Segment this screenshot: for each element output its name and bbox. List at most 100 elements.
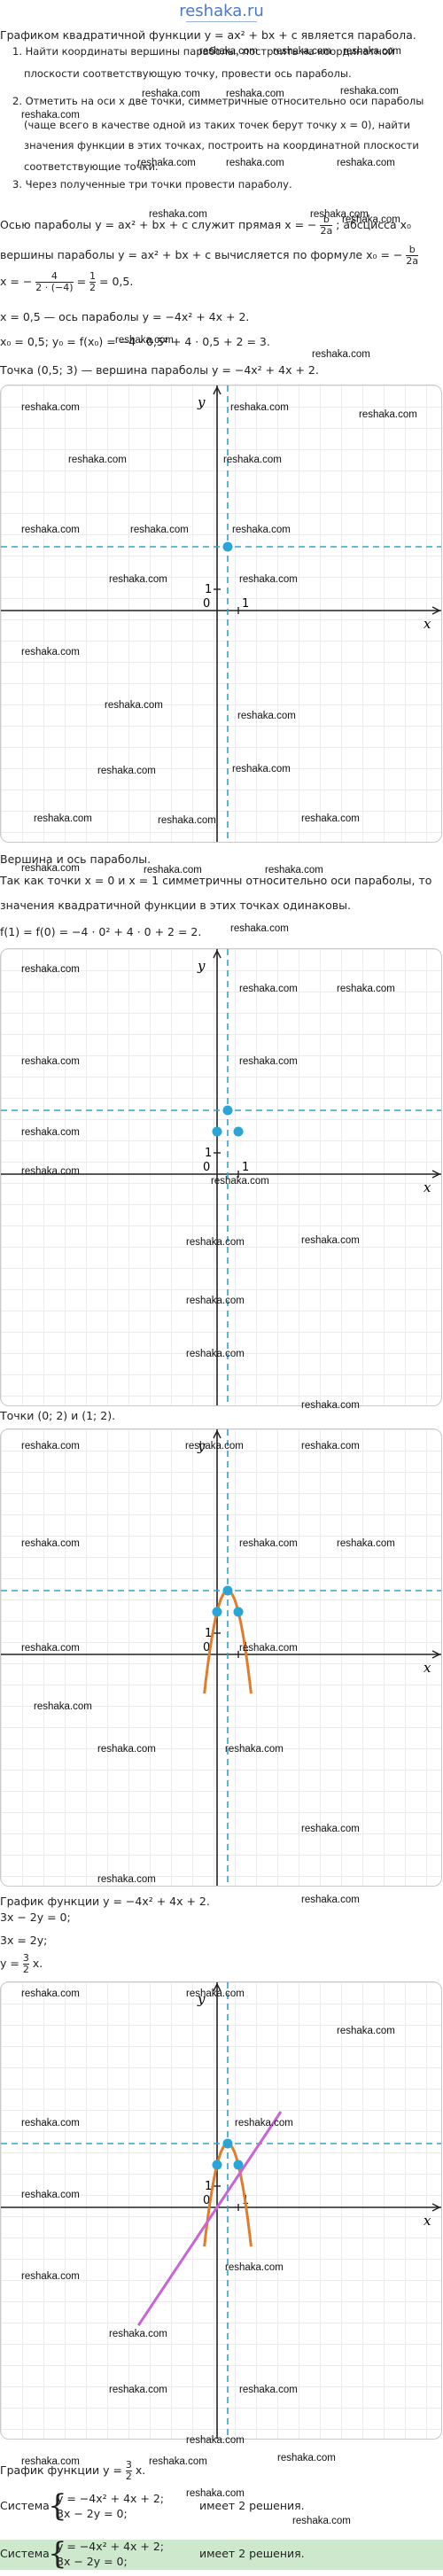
- y0-calculation: x₀ = 0,5; y₀ = f(x₀) = −4 · 0,5² + 4 · 0…: [0, 335, 270, 348]
- x-axis-arrow: [431, 1650, 441, 1659]
- data-point: [212, 1607, 222, 1617]
- watermark: reshaka.com: [301, 1235, 360, 1246]
- watermark: reshaka.com: [137, 158, 196, 168]
- y-axis-label: y: [197, 1991, 206, 2007]
- watermark: reshaka.com: [97, 1874, 156, 1885]
- watermark: reshaka.com: [21, 2271, 80, 2282]
- line-caption: График функции y = 3 2 x.: [0, 2459, 146, 2482]
- data-point: [212, 2160, 222, 2170]
- data-point: [212, 1126, 222, 1137]
- points-caption: Точки (0; 2) и (1; 2).: [0, 1409, 116, 1422]
- x-axis-label: x: [424, 1179, 431, 1195]
- y-tick-label: 1: [205, 2180, 212, 2193]
- watermark: reshaka.com: [235, 2118, 293, 2129]
- watermark: reshaka.com: [21, 1988, 80, 1999]
- watermark: reshaka.com: [232, 525, 291, 535]
- watermark: reshaka.com: [186, 2435, 245, 2446]
- step-1b: плоскости соответствующую точку, провест…: [24, 67, 352, 80]
- step-2d: соответствующие точки.: [24, 160, 159, 173]
- watermark: reshaka.com: [226, 158, 284, 168]
- step-2c: значения функции в этих точках, построит…: [24, 139, 419, 152]
- watermark: reshaka.com: [21, 2456, 80, 2467]
- watermark: reshaka.com: [301, 1400, 360, 1411]
- axis-line-text: x = 0,5 — ось параболы y = −4x² + 4x + 2…: [0, 310, 250, 323]
- watermark: reshaka.com: [232, 764, 291, 774]
- watermark: reshaka.com: [337, 158, 395, 168]
- watermark: reshaka.com: [158, 815, 216, 826]
- equation-2: 3x = 2y;: [0, 1934, 48, 1947]
- watermark: reshaka.com: [21, 1538, 80, 1549]
- system-statement-2: Система { y = −4x² + 4x + 2; 3x − 2y = 0…: [0, 2536, 443, 2572]
- symmetry-text-1: Так как точки x = 0 и x = 1 симметричны …: [0, 874, 432, 887]
- x-axis-arrow: [431, 1170, 441, 1179]
- data-point: [222, 2138, 233, 2149]
- data-point: [233, 1607, 244, 1617]
- x-axis-arrow: [431, 2203, 441, 2212]
- watermark: reshaka.com: [130, 525, 189, 535]
- watermark: reshaka.com: [21, 2190, 80, 2200]
- y-axis-arrow: [213, 949, 222, 959]
- y-tick-label: 1: [205, 1147, 212, 1160]
- watermark: reshaka.com: [34, 813, 92, 824]
- watermark: reshaka.com: [186, 1296, 245, 1306]
- watermark: reshaka.com: [225, 2262, 284, 2273]
- data-point: [222, 1105, 233, 1116]
- watermark: reshaka.com: [21, 1127, 80, 1138]
- system-statement-1: Система { y = −4x² + 4x + 2; 3x − 2y = 0…: [0, 2488, 305, 2524]
- watermark: reshaka.com: [230, 402, 289, 413]
- axis-formula: Осью параболы y = ax² + bx + c служит пр…: [0, 214, 412, 237]
- equation-3: y = 3 2 x.: [0, 1952, 43, 1975]
- watermark: reshaka.com: [21, 402, 80, 413]
- watermark: reshaka.com: [301, 813, 360, 824]
- watermark: reshaka.com: [186, 1349, 245, 1359]
- watermark: reshaka.com: [337, 1538, 395, 1549]
- brace-icon: {: [48, 2536, 67, 2572]
- watermark: reshaka.com: [21, 647, 80, 658]
- x-axis-label: x: [424, 616, 431, 632]
- vertex-axis-caption: Вершина и ось параболы.: [0, 852, 152, 866]
- origin-label: 0: [203, 1161, 210, 1174]
- data-point: [233, 2160, 244, 2170]
- y-axis-label: y: [197, 394, 206, 410]
- watermark: reshaka.com: [301, 1895, 360, 1905]
- x-tick-label: 1: [242, 597, 249, 611]
- step-1a: 1. Найти координаты вершины параболы, по…: [12, 45, 395, 58]
- parabola-caption: График функции y = −4x² + 4x + 2.: [0, 1895, 210, 1908]
- watermark: reshaka.com: [337, 2026, 395, 2036]
- watermark: reshaka.com: [265, 865, 323, 876]
- step-2b: (чаще всего в качестве одной из таких то…: [24, 119, 411, 131]
- watermark: reshaka.com: [21, 964, 80, 975]
- watermark: reshaka.com: [144, 865, 202, 876]
- intro-text: Графиком квадратичной функции y = ax² + …: [0, 28, 416, 42]
- watermark: reshaka.com: [225, 1744, 284, 1755]
- watermark: reshaka.com: [337, 984, 395, 994]
- watermark: reshaka.com: [109, 2385, 167, 2395]
- site-header: reshaka.ru: [0, 0, 443, 23]
- origin-label: 0: [203, 2194, 210, 2207]
- watermark: reshaka.com: [359, 409, 417, 420]
- watermark: reshaka.com: [239, 574, 298, 585]
- step-2a: 2. Отметить на оси x две точки, симметри…: [12, 95, 424, 107]
- vertex-formula: вершины параболы y = ax² + bx + c вычисл…: [0, 244, 419, 267]
- y-axis-label: y: [197, 958, 206, 974]
- watermark: reshaka.com: [342, 214, 400, 225]
- origin-label: 0: [203, 597, 210, 611]
- watermark: reshaka.com: [199, 46, 258, 57]
- site-logo[interactable]: reshaka.ru: [0, 2, 443, 22]
- watermark: reshaka.com: [186, 2488, 245, 2499]
- watermark: reshaka.com: [97, 1744, 156, 1755]
- watermark: reshaka.com: [239, 1643, 298, 1654]
- watermark: reshaka.com: [301, 1824, 360, 1834]
- y-tick-label: 1: [205, 1627, 212, 1640]
- watermark: reshaka.com: [21, 1643, 80, 1654]
- watermark: reshaka.com: [186, 1237, 245, 1248]
- vertex-point-text: Точка (0,5; 3) — вершина параболы y = −4…: [0, 363, 319, 377]
- watermark: reshaka.com: [312, 349, 370, 360]
- watermark: reshaka.com: [185, 1441, 244, 1451]
